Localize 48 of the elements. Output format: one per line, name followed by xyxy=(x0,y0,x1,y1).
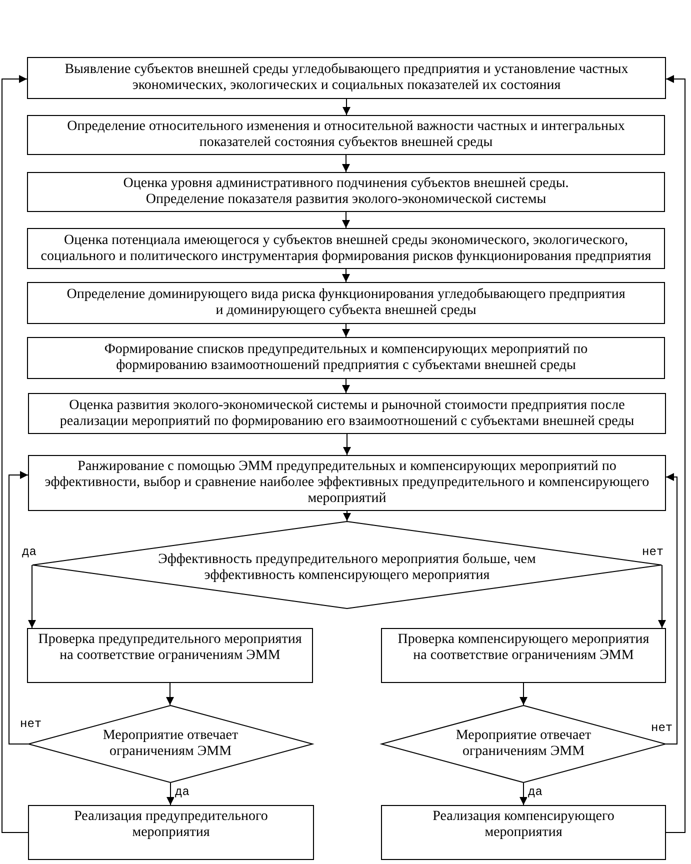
step-text: Проверка предупредительного мероприятия на соответствие ограничениям ЭММ xyxy=(37,632,303,664)
step-text: Оценка потенциала имеющегося у субъектов внешней среды экономического, экологического, социального и политического инструментария формирования рисков функционирования предприятия xyxy=(40,232,652,264)
arrow xyxy=(658,564,666,628)
step-text: Оценка развития эколого-экономической системы и рыночной стоимости предприятия после реализации мероприятий по формированию его взаимоотношений с субъектами внешней среды xyxy=(58,398,636,430)
process-box xyxy=(27,172,665,212)
edge-label: да xyxy=(21,546,38,559)
step-text: Ранжирование с помощью ЭММ предупредительных и компенсирующих мероприятий по эффективности, выбор и сравнение наиболее эффективных предупредительного и компенсирующего мероприятий xyxy=(44,459,650,507)
process-box xyxy=(27,228,665,269)
step-text: Реализация компенсирующего мероприятия xyxy=(432,809,616,841)
arrow xyxy=(8,471,28,744)
arrow xyxy=(342,212,350,228)
step-text: Определение доминирующего вида риска функционирования угледобывающего предприятия и доминирующего субъекта внешней среды xyxy=(66,287,626,319)
arrow xyxy=(2,75,28,833)
process-box xyxy=(381,805,666,860)
step-text: Определение относительного изменения и относительной важности частных и интегральных показателей состояния субъектов внешней среды xyxy=(66,119,626,151)
arrow xyxy=(343,510,351,522)
condition-text: Мероприятие отвечает ограничениям ЭММ xyxy=(454,728,592,760)
arrow xyxy=(166,682,174,706)
arrow xyxy=(342,98,350,116)
step-text: Выявление субъектов внешней среды угледобывающего предприятия и установление частных экономических, экологических и социальных показателей их состояния xyxy=(64,62,630,94)
arrow xyxy=(520,682,528,706)
arrow xyxy=(666,473,678,744)
process-box xyxy=(27,57,666,99)
process-box xyxy=(27,115,665,155)
condition-text: Мероприятие отвечает ограничениям ЭММ xyxy=(102,728,240,760)
arrow xyxy=(342,268,350,282)
edge-label: да xyxy=(527,786,544,799)
arrow xyxy=(520,782,528,806)
step-text: Проверка компенсирующего мероприятия на соответствие ограничениям ЭММ xyxy=(396,632,650,664)
arrow xyxy=(166,782,174,806)
arrow xyxy=(342,324,350,338)
process-box xyxy=(27,337,665,379)
process-box xyxy=(28,393,666,434)
step-text: Формирование списков предупредительных и компенсирующих мероприятий по формированию взаимоотношений предприятия с субъектами внешней среды xyxy=(103,342,589,374)
arrow xyxy=(343,434,351,456)
process-box xyxy=(381,628,666,683)
step-text: Оценка уровня административного подчинения субъектов внешней среды. Определение показателя развития эколого-экономической системы xyxy=(122,176,570,208)
process-box xyxy=(28,455,666,511)
process-box xyxy=(28,805,314,860)
arrow xyxy=(342,378,350,394)
condition-text: Эффективность предупредительного мероприятия больше, чем эффективность компенсирующего мероприятия xyxy=(157,552,537,584)
arrow xyxy=(666,75,686,833)
process-box xyxy=(27,628,313,683)
step-text: Реализация предупредительного мероприятия xyxy=(73,809,269,841)
arrow xyxy=(342,154,350,172)
arrow xyxy=(28,564,36,628)
process-box xyxy=(27,282,665,324)
edge-label: да xyxy=(174,786,190,799)
